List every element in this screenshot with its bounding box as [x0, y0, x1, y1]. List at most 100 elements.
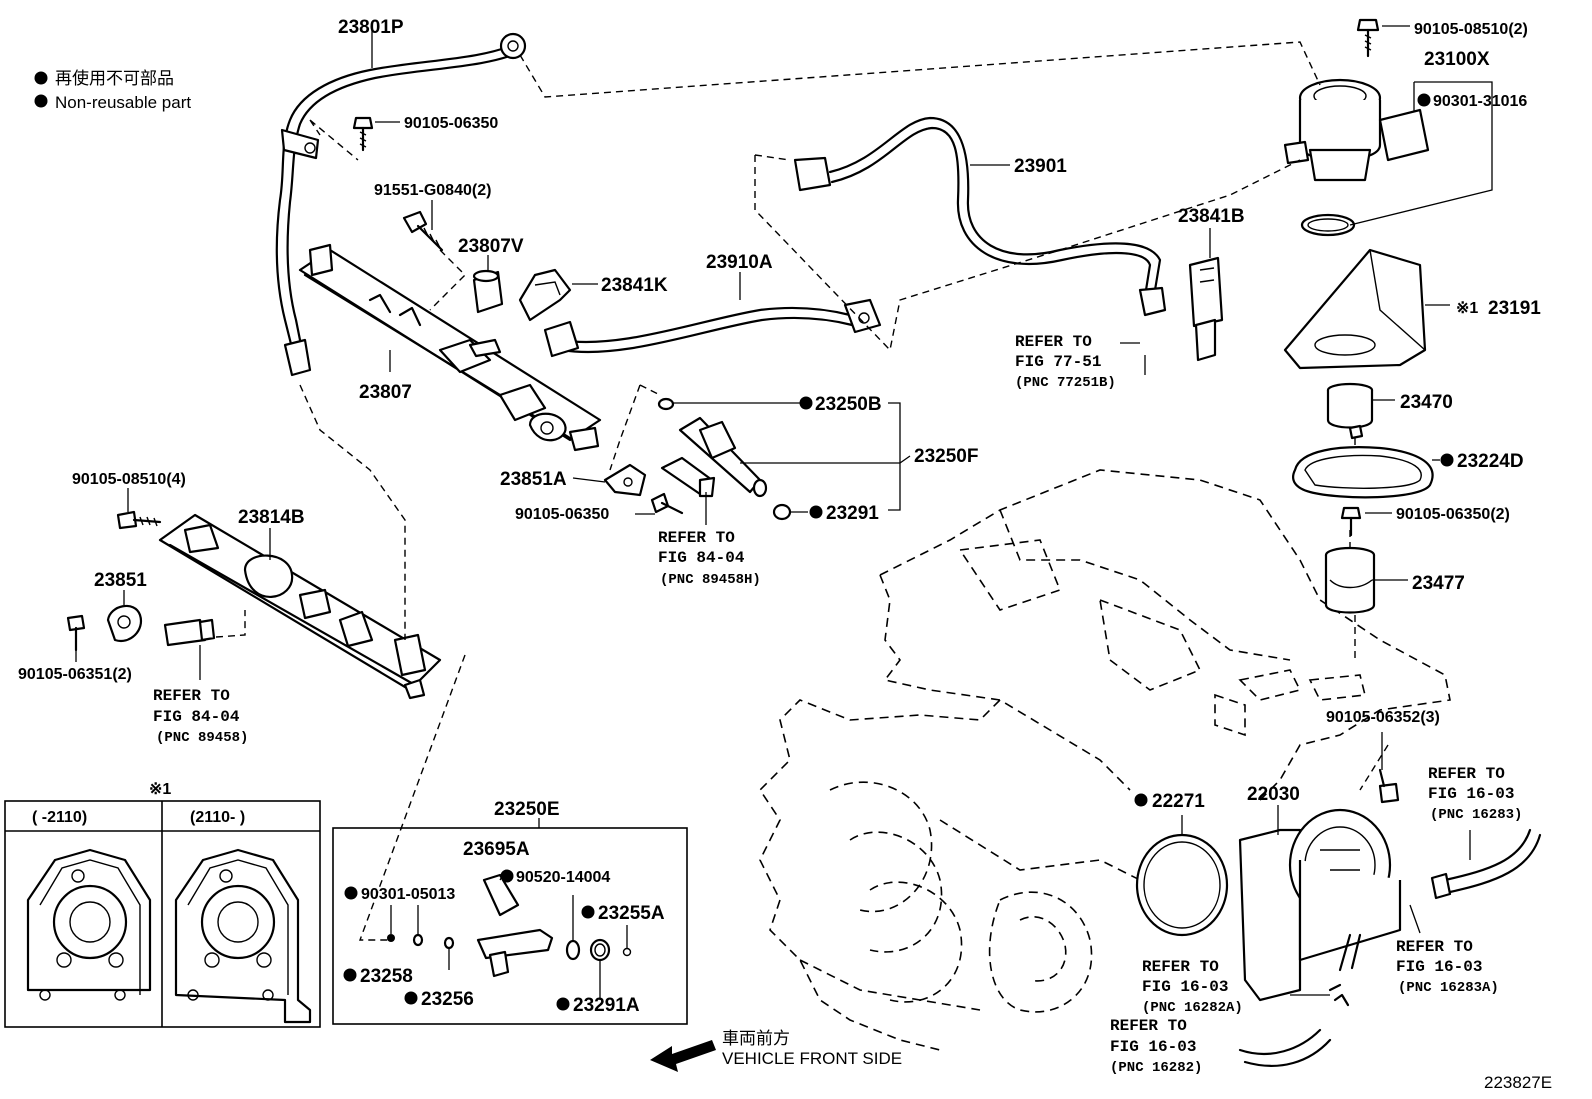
refer-16-03-c-line1: REFER TO: [1142, 958, 1219, 976]
bolt-90105-06351-2: [66, 614, 86, 652]
refer-84-04-left-line3: (PNC 89458): [156, 730, 248, 746]
label-90105-06352-3: 90105-06352(3): [1326, 709, 1440, 726]
non-reusable-dot-icon: [34, 94, 48, 108]
non-reusable-dot-icon: [809, 505, 823, 519]
label-23851: 23851: [94, 570, 147, 591]
refer-84-04-mid-line2: FIG 84-04: [658, 549, 745, 567]
non-reusable-dot-icon: [404, 991, 418, 1005]
refer-16-03-d-line1: REFER TO: [1110, 1017, 1187, 1035]
legend-japanese: 再使用不可部品: [55, 68, 174, 88]
refer-16-03-c-line3: (PNC 16282A): [1142, 1000, 1243, 1016]
non-reusable-dot-icon: [799, 396, 813, 410]
part-labels: 23801P 90105-06350 91551-G0840(2) 23807V…: [18, 17, 1541, 812]
inset-mark: ※1: [149, 781, 171, 798]
label-23801P: 23801P: [338, 17, 404, 38]
label-23901: 23901: [1014, 156, 1067, 177]
refer-84-04-left-line2: FIG 84-04: [153, 708, 240, 726]
fuel-hose-23910A: [543, 298, 882, 358]
bolt-90105-06352-3: [1378, 768, 1400, 804]
engine-outline: [758, 469, 1451, 1051]
label-90301-31016: 90301-31016: [1433, 93, 1527, 110]
refer-16-03-d-line3: (PNC 16282): [1110, 1060, 1202, 1076]
label-22030: 22030: [1247, 784, 1300, 805]
label-90105-06350-2: 90105-06350(2): [1396, 506, 1510, 523]
label-23841K: 23841K: [601, 275, 668, 296]
fuel-pump-23100X: [1283, 78, 1430, 237]
fuel-pressure-sensor: [660, 456, 716, 498]
label-23191-mark: ※1: [1456, 300, 1478, 317]
label-23250E: 23250E: [494, 799, 560, 820]
refer-84-04-mid-line3: (PNC 89458H): [660, 572, 761, 588]
fuel-pipe-23801P: [275, 32, 527, 377]
refer-16-03-c-line2: FIG 16-03: [1142, 978, 1228, 996]
label-23100X: 23100X: [1424, 49, 1490, 70]
label-23250F: 23250F: [914, 446, 978, 467]
figure-id: 223827E: [1484, 1073, 1552, 1092]
label-23695A: 23695A: [463, 839, 530, 860]
connector-23841B: [1188, 256, 1224, 362]
refer-16-03-b-line2: FIG 16-03: [1396, 958, 1482, 976]
label-23807: 23807: [359, 382, 412, 403]
refer-77-51-line2: FIG 77-51: [1015, 353, 1101, 371]
fuel-hose-23901: [793, 116, 1167, 317]
refer-16-03-a-line3: (PNC 16283): [1430, 807, 1522, 823]
label-90105-08510-4: 90105-08510(4): [72, 471, 186, 488]
bolt-90105-08510-2: [1356, 18, 1410, 58]
non-reusable-dot-icon: [343, 968, 357, 982]
label-23470: 23470: [1400, 392, 1453, 413]
bolt-91551-G0840: [402, 210, 444, 252]
leader-lines: [75, 30, 1493, 996]
refer-77-51-line3: (PNC 77251B): [1015, 375, 1116, 391]
refer-16-03-d-line2: FIG 16-03: [1110, 1038, 1196, 1056]
label-22271: 22271: [1152, 791, 1205, 812]
label-23291: 23291: [826, 503, 879, 524]
non-reusable-dot-icon: [1134, 793, 1148, 807]
refer-16-03-b-line1: REFER TO: [1396, 938, 1473, 956]
front-arrow-icon: [650, 1040, 716, 1072]
label-23255A: 23255A: [598, 903, 665, 924]
bracket-23841K: [518, 268, 572, 322]
guide-lines: [215, 41, 1389, 941]
bolt-90105-06350-2: [1340, 506, 1362, 537]
collar-23807V: [472, 269, 504, 314]
non-reusable-dot-icon: [34, 71, 48, 85]
vehicle-front-indicator: 車両前方 VEHICLE FRONT SIDE: [650, 1029, 902, 1072]
non-reusable-dot-icon: [581, 905, 595, 919]
label-91551-G0840: 91551-G0840(2): [374, 182, 491, 199]
kit-frame: [332, 827, 688, 1025]
fuel-pressure-sensor-left: [163, 618, 216, 647]
label-23841B: 23841B: [1178, 206, 1245, 227]
delivery-pipe-23807: [298, 243, 602, 452]
label-23807V: 23807V: [458, 236, 524, 257]
direction-english: VEHICLE FRONT SIDE: [722, 1049, 902, 1068]
label-90520-14004: 90520-14004: [516, 869, 610, 886]
refer-16-03-a-line1: REFER TO: [1428, 765, 1505, 783]
label-90105-06350: 90105-06350: [404, 115, 498, 132]
label-90105-06350-mid: 90105-06350: [515, 506, 609, 523]
bolt-90105-06350-mid: [650, 492, 684, 515]
label-23814B: 23814B: [238, 507, 305, 528]
non-reusable-dot-icon: [1417, 93, 1431, 107]
label-23250B: 23250B: [815, 394, 882, 415]
label-23256: 23256: [421, 989, 474, 1010]
inset-panel: ※1 ( -2110) (2110- ): [4, 781, 321, 1028]
bolt-90105-06350: [352, 116, 400, 152]
clamp-23851A: [603, 463, 647, 497]
insulator-23191: [1283, 248, 1427, 370]
label-90301-05013: 90301-05013: [361, 886, 455, 903]
refer-16-03-b-line3: (PNC 16283A): [1398, 980, 1499, 996]
water-hoses: [1238, 828, 1542, 1067]
label-23224D: 23224D: [1457, 451, 1524, 472]
label-23851A: 23851A: [500, 469, 567, 490]
refer-labels: REFER TO FIG 77-51 (PNC 77251B) REFER TO…: [153, 333, 1522, 1076]
refer-77-51-line1: REFER TO: [1015, 333, 1092, 351]
injector-kit-23250E: 23250E 23695A 90520-14004 90301-05013 23…: [332, 799, 688, 1025]
non-reusable-dot-icon: [344, 886, 358, 900]
label-23910A: 23910A: [706, 252, 773, 273]
throttle-body-22030: [1238, 808, 1402, 1002]
label-90105-08510-2: 90105-08510(2): [1414, 21, 1528, 38]
non-reusable-dot-icon: [1440, 453, 1454, 467]
refer-84-04-left-line1: REFER TO: [153, 687, 230, 705]
bolt-90105-08510-4: [116, 510, 162, 530]
insulator-variant-late: [174, 848, 312, 1024]
